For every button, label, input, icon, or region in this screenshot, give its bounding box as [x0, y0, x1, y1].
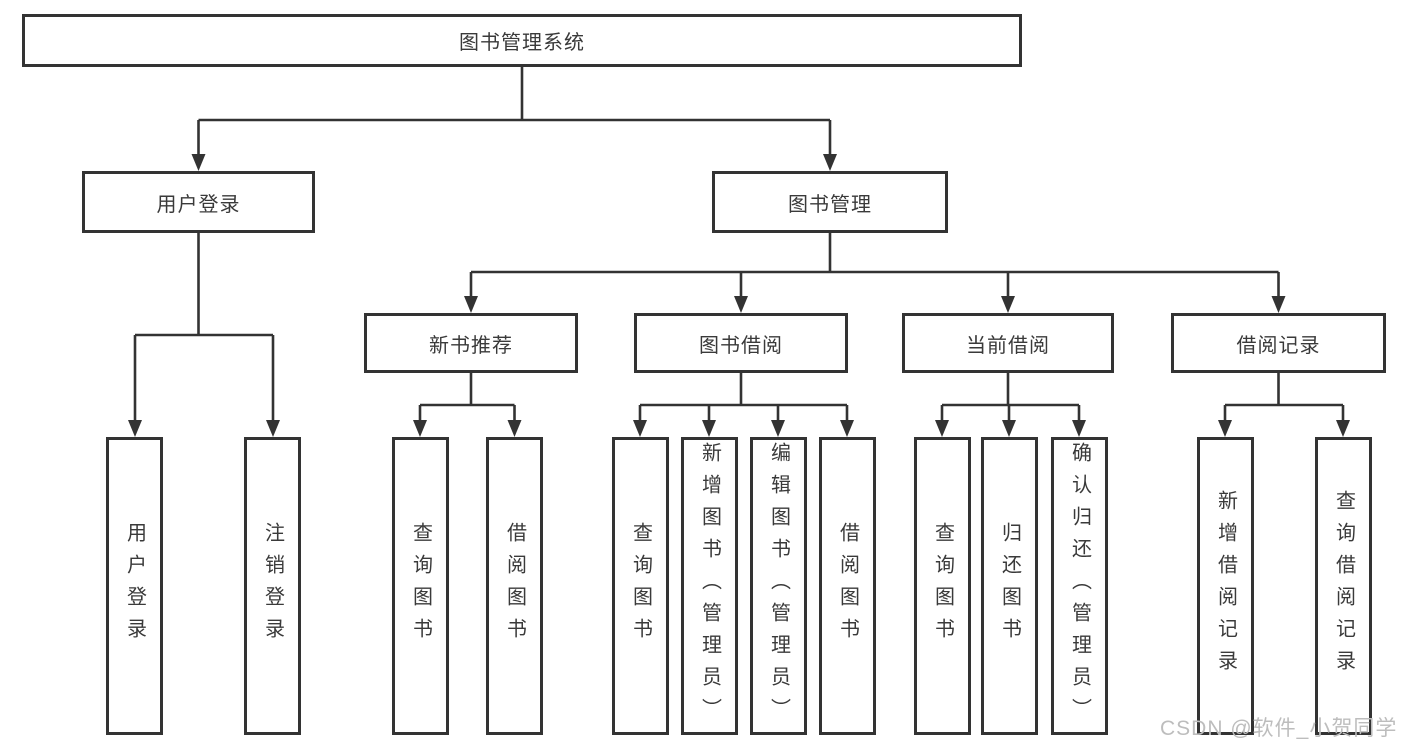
csdn-watermark: CSDN @软件_小贺同学: [1160, 717, 1398, 740]
arrow-down-icon: [771, 420, 785, 437]
leaf-cur-query-books-label: 查询图书: [931, 522, 954, 650]
arrow-down-icon: [191, 154, 206, 171]
arrow-down-icon: [1002, 420, 1016, 437]
node-user-login-label: 用户登录: [156, 193, 241, 216]
node-root-label: 图书管理系统: [459, 32, 585, 54]
arrow-down-icon: [128, 420, 142, 437]
node-new-book-recommend-label: 新书推荐: [429, 334, 513, 357]
arrow-down-icon: [840, 420, 854, 437]
leaf-bor-add-books-admin: 新增图书（管理员）: [681, 437, 738, 735]
leaf-cur-return-books-label: 归还图书: [998, 522, 1021, 650]
node-book-management: 图书管理: [712, 171, 948, 233]
node-book-borrowing-label: 图书借阅: [699, 334, 783, 357]
arrow-down-icon: [1072, 420, 1086, 437]
arrow-down-icon: [507, 420, 522, 437]
leaf-rec-borrow-books: 借阅图书: [486, 437, 543, 735]
arrow-down-icon: [1271, 296, 1286, 313]
arrow-down-icon: [633, 420, 647, 437]
node-borrowing-records: 借阅记录: [1171, 313, 1386, 373]
leaf-rec-borrow-books-label: 借阅图书: [503, 522, 526, 650]
node-book-borrowing: 图书借阅: [634, 313, 848, 373]
arrow-down-icon: [935, 420, 949, 437]
leaf-bor-borrow-books: 借阅图书: [819, 437, 876, 735]
leaf-cur-confirm-return-admin-label: 确认归还（管理员）: [1068, 442, 1091, 730]
node-current-borrowing: 当前借阅: [902, 313, 1114, 373]
leaf-logout: 注销登录: [244, 437, 301, 735]
leaf-rec-query-books-label: 查询图书: [409, 522, 432, 650]
leaf-bor-edit-books-admin: 编辑图书（管理员）: [750, 437, 807, 735]
node-root: 图书管理系统: [22, 14, 1022, 67]
node-new-book-recommend: 新书推荐: [364, 313, 578, 373]
arrow-down-icon: [702, 420, 716, 437]
arrow-down-icon: [464, 296, 478, 313]
leaf-bor-edit-books-admin-label: 编辑图书（管理员）: [767, 442, 790, 730]
node-borrowing-records-label: 借阅记录: [1236, 334, 1321, 357]
leaf-user-login: 用户登录: [106, 437, 163, 735]
leaf-bor-borrow-books-label: 借阅图书: [836, 522, 859, 650]
leaf-bor-query-books: 查询图书: [612, 437, 669, 735]
leaf-user-login-label: 用户登录: [123, 522, 146, 650]
leaf-cur-query-books: 查询图书: [914, 437, 971, 735]
arrow-down-icon: [1001, 296, 1015, 313]
leaf-add-borrow-record: 新增借阅记录: [1197, 437, 1254, 735]
arrow-down-icon: [1336, 420, 1350, 437]
arrow-down-icon: [413, 420, 427, 437]
leaf-bor-query-books-label: 查询图书: [629, 522, 652, 650]
arrow-down-icon: [1218, 420, 1232, 437]
leaf-bor-add-books-admin-label: 新增图书（管理员）: [698, 442, 721, 730]
leaf-rec-query-books: 查询图书: [392, 437, 449, 735]
connector-lines: [133, 67, 1345, 422]
leaf-query-borrow-record: 查询借阅记录: [1315, 437, 1372, 735]
arrow-down-icon: [266, 420, 280, 437]
node-user-login: 用户登录: [82, 171, 315, 233]
leaf-add-borrow-record-label: 新增借阅记录: [1214, 490, 1237, 682]
arrow-down-icon: [734, 296, 748, 313]
leaf-cur-confirm-return-admin: 确认归还（管理员）: [1051, 437, 1108, 735]
node-current-borrowing-label: 当前借阅: [966, 334, 1050, 357]
leaf-cur-return-books: 归还图书: [981, 437, 1038, 735]
node-book-management-label: 图书管理: [788, 193, 872, 216]
arrow-down-icon: [823, 154, 837, 171]
leaf-query-borrow-record-label: 查询借阅记录: [1332, 490, 1355, 682]
leaf-logout-label: 注销登录: [261, 522, 284, 650]
